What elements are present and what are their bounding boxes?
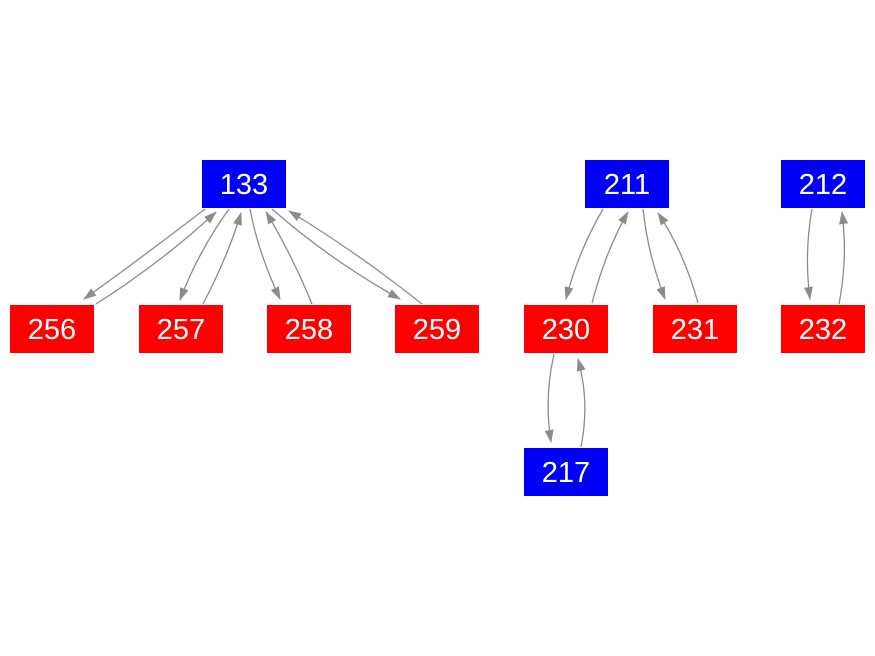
edge-256-133 — [95, 211, 217, 305]
edge-258-133 — [265, 211, 313, 305]
edge-217-230 — [576, 358, 586, 448]
edge-211-231 — [642, 208, 666, 300]
edge-133-257 — [179, 208, 230, 301]
node-230-label: 230 — [542, 314, 590, 346]
node-256: 256 — [10, 305, 94, 353]
node-258: 258 — [267, 305, 351, 353]
node-133: 133 — [202, 160, 286, 208]
node-256-box — [10, 305, 94, 353]
node-259: 259 — [395, 305, 479, 353]
edge-212-232 — [803, 208, 813, 300]
node-212-box — [781, 160, 865, 208]
node-259-box — [395, 305, 479, 353]
node-231-label: 231 — [671, 314, 719, 346]
node-256-label: 256 — [28, 314, 76, 346]
node-257-label: 257 — [157, 314, 205, 346]
node-232-label: 232 — [799, 314, 847, 346]
edge-257-133 — [202, 212, 242, 305]
node-231: 231 — [653, 305, 737, 353]
node-211-label: 211 — [604, 169, 650, 201]
edge-133-258 — [249, 208, 281, 300]
edge-230-217 — [544, 353, 555, 443]
node-133-box — [202, 160, 286, 208]
node-212-label: 212 — [799, 169, 847, 201]
edge-259-133 — [288, 210, 423, 305]
node-231-box — [653, 305, 737, 353]
edge-232-212 — [838, 211, 849, 305]
node-230: 230 — [524, 305, 608, 353]
node-217-box — [524, 448, 608, 496]
edge-133-256 — [83, 208, 206, 300]
node-258-label: 258 — [285, 314, 333, 346]
node-232-box — [781, 305, 865, 353]
edge-230-211 — [591, 211, 629, 304]
node-258-box — [267, 305, 351, 353]
node-232: 232 — [781, 305, 865, 353]
edge-211-230 — [564, 208, 604, 300]
node-217-label: 217 — [542, 457, 590, 489]
edge-231-211 — [657, 212, 699, 304]
node-257: 257 — [139, 305, 223, 353]
node-133-label: 133 — [220, 169, 268, 201]
node-230-box — [524, 305, 608, 353]
node-259-label: 259 — [413, 314, 461, 346]
node-211: 211 — [585, 160, 669, 208]
node-212: 212 — [781, 160, 865, 208]
node-217: 217 — [524, 448, 608, 496]
edge-133-259 — [271, 208, 401, 300]
node-257-box — [139, 305, 223, 353]
node-211-box — [585, 160, 669, 208]
